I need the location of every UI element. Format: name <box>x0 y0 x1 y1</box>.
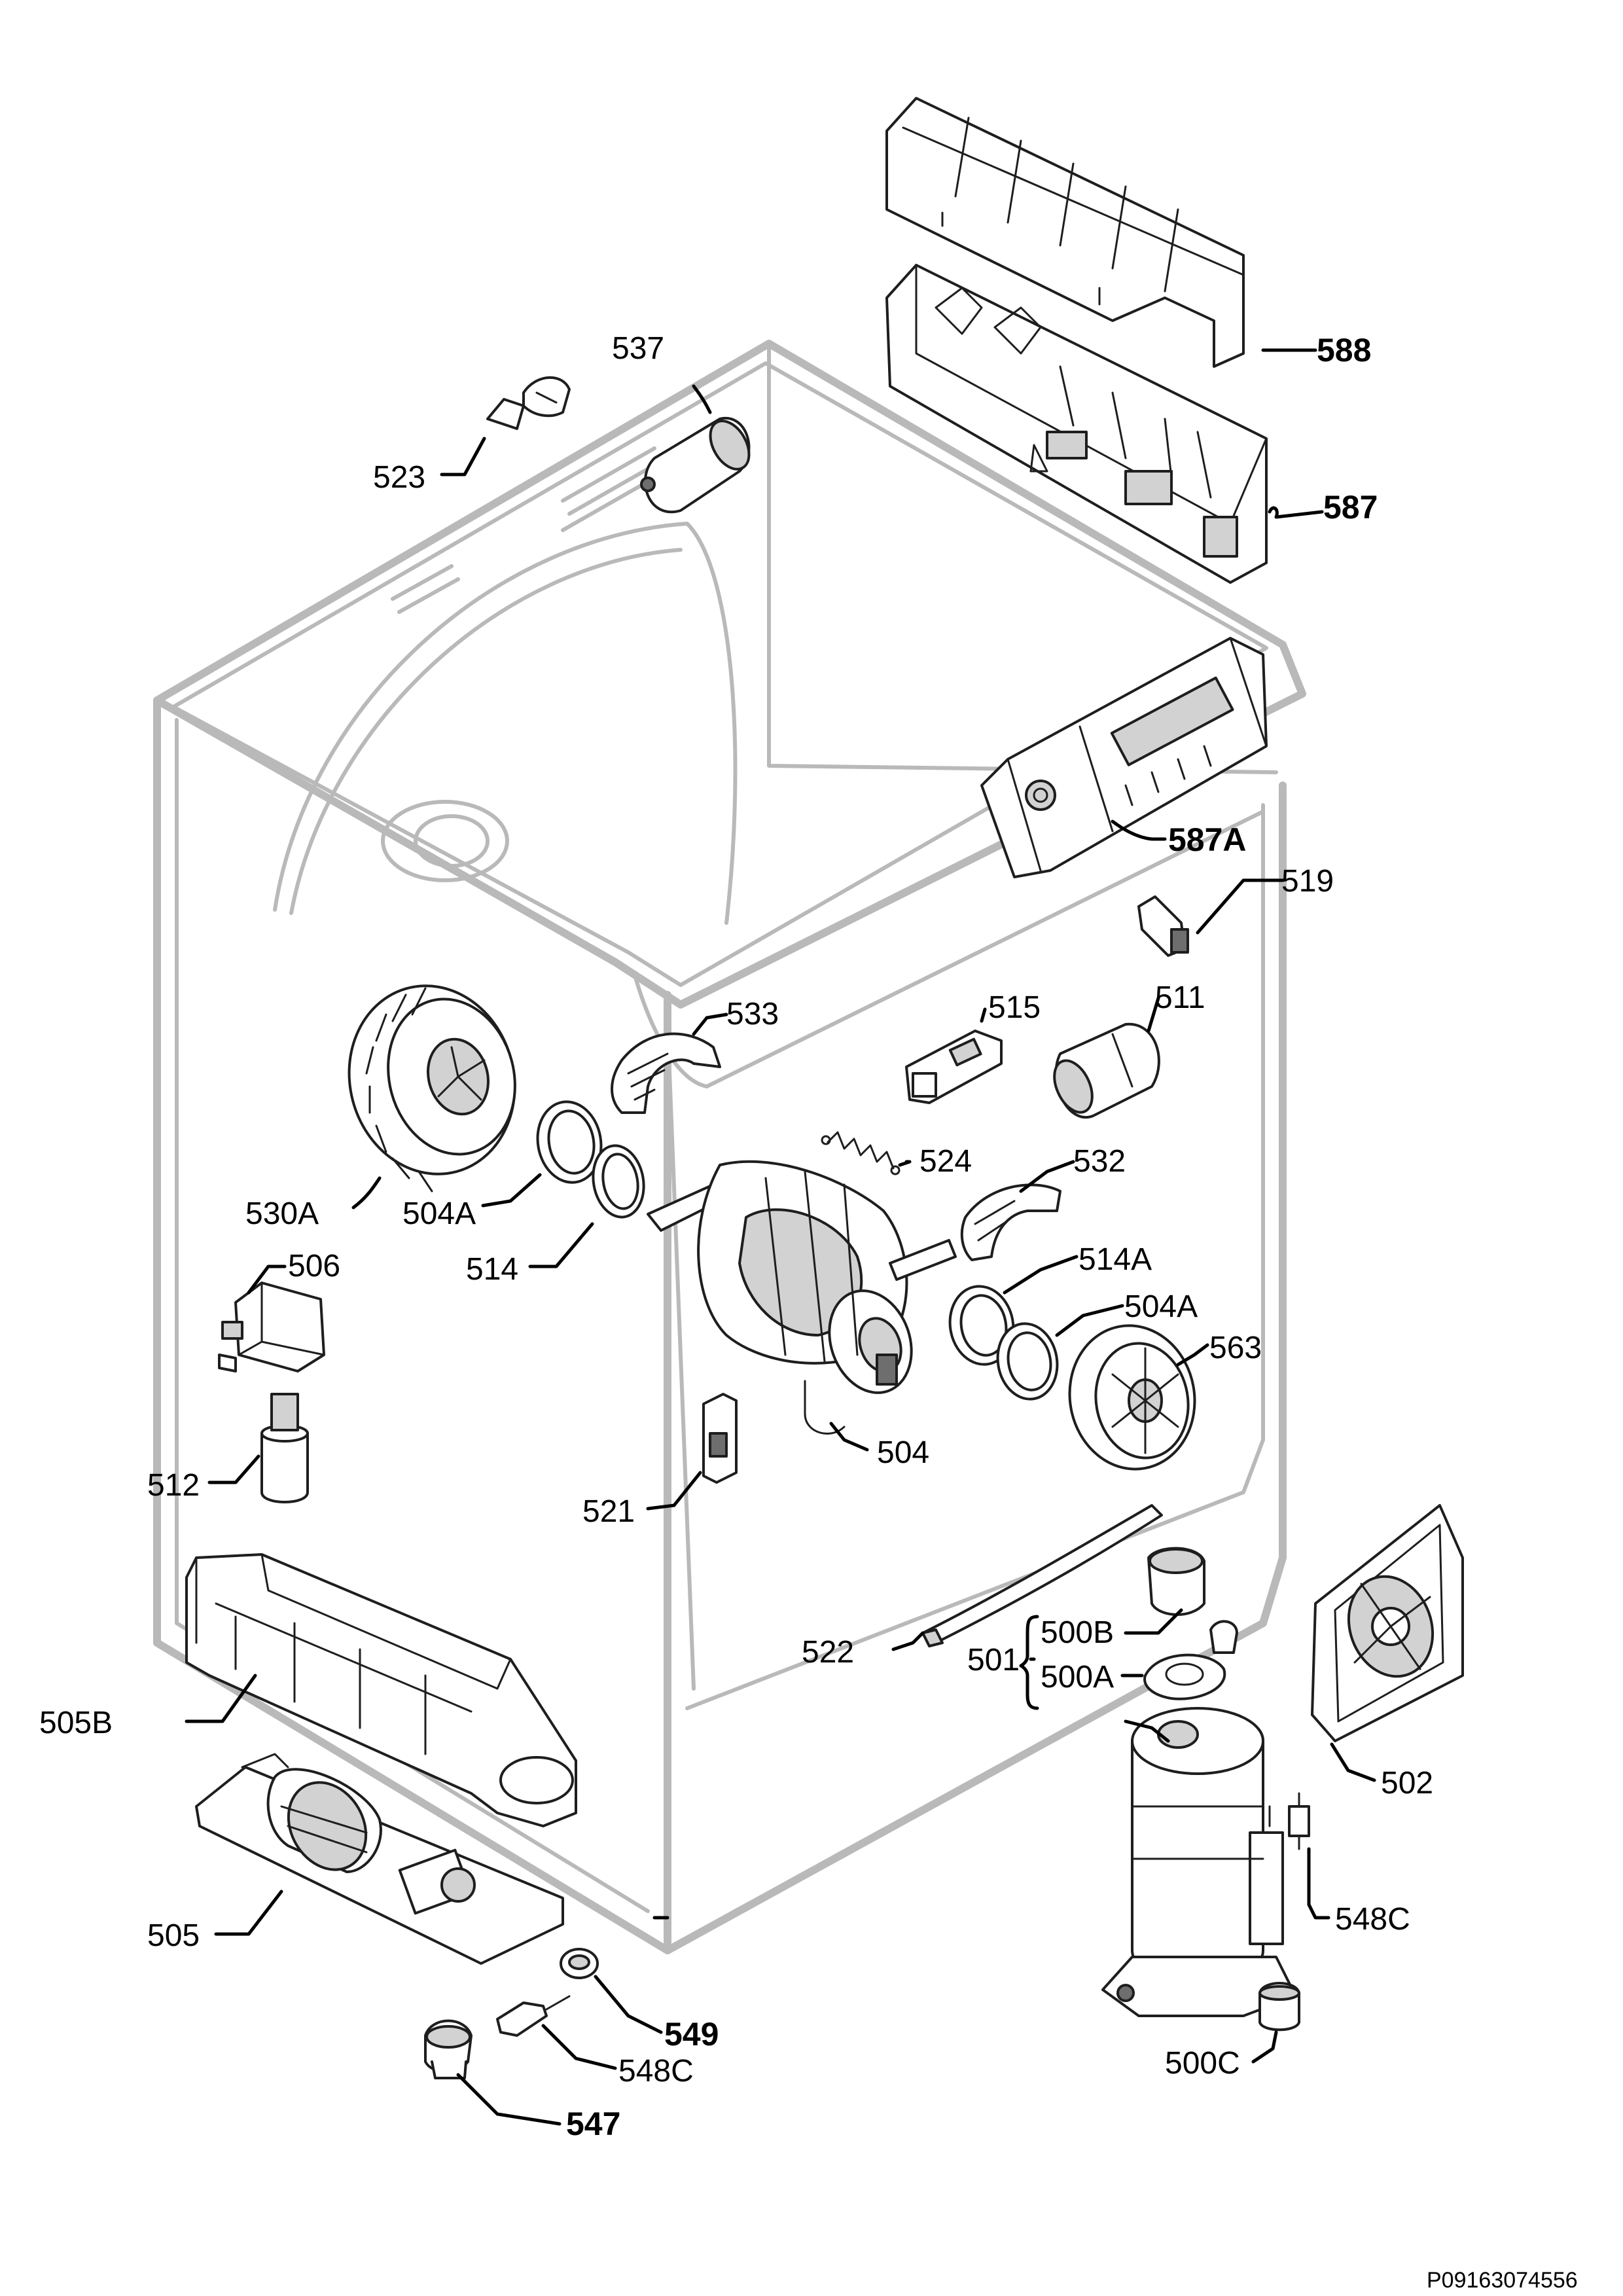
part-504A-bearing-ring-left <box>536 1100 603 1184</box>
label-511: 511 <box>1155 980 1205 1015</box>
part-502-cooling-fan <box>1311 1504 1464 1742</box>
part-588-control-cover <box>885 97 1245 368</box>
part-521-holder <box>702 1393 738 1484</box>
part-519-sensor <box>1137 895 1189 957</box>
label-500C: 500C <box>1165 2046 1240 2081</box>
label-512: 512 <box>147 1468 200 1503</box>
part-505B-air-duct <box>185 1553 577 1827</box>
part-587-electronic-board <box>885 264 1268 584</box>
label-500B: 500B <box>1041 1615 1114 1650</box>
part-587A-display-board <box>980 637 1268 878</box>
part-500B-valve <box>1147 1547 1238 1654</box>
label-521: 521 <box>582 1494 635 1529</box>
label-505B: 505B <box>39 1706 113 1740</box>
part-530A-fan-wheel <box>348 984 516 1193</box>
label-515: 515 <box>988 990 1041 1025</box>
part-504A-bearing-ring-right <box>996 1322 1059 1401</box>
label-502: 502 <box>1381 1766 1433 1801</box>
part-533-bracket <box>611 1032 721 1114</box>
part-548C-connector-left <box>496 1995 571 2037</box>
label-514A: 514A <box>1079 1242 1152 1277</box>
label-530A: 530A <box>245 1196 319 1231</box>
label-563: 563 <box>1209 1331 1262 1365</box>
label-533: 533 <box>726 997 779 1031</box>
part-532-bracket <box>960 1183 1061 1261</box>
part-500-compressor <box>1101 1707 1297 2017</box>
part-549-grommet <box>560 1948 599 1979</box>
label-500A: 500A <box>1041 1660 1114 1695</box>
label-524: 524 <box>919 1144 972 1179</box>
label-587: 587 <box>1323 489 1378 526</box>
part-505-heater-assembly <box>195 1753 564 1965</box>
label-504: 504 <box>877 1435 929 1470</box>
label-548C-right: 548C <box>1335 1902 1410 1937</box>
label-522: 522 <box>802 1635 854 1670</box>
part-labels: 588 587 537 523 587A 519 533 515 511 524… <box>39 331 1433 2142</box>
label-532: 532 <box>1073 1144 1126 1179</box>
cabinet-outline <box>153 340 1306 1954</box>
part-548C-connector-right <box>1288 1792 1310 1850</box>
part-514A-ring-right <box>948 1285 1015 1366</box>
part-563-pulley <box>1068 1324 1196 1471</box>
part-500A-gasket <box>1143 1653 1226 1700</box>
label-504A-left: 504A <box>402 1196 476 1231</box>
label-547: 547 <box>566 2106 620 2142</box>
label-587A: 587A <box>1168 821 1247 858</box>
label-505: 505 <box>147 1918 200 1953</box>
part-547-knob <box>424 2019 473 2079</box>
leader-lines <box>185 348 1376 2126</box>
label-514: 514 <box>466 1252 518 1287</box>
label-588: 588 <box>1317 332 1371 368</box>
label-523: 523 <box>373 460 425 495</box>
part-512-capacitor <box>260 1393 309 1503</box>
part-504-motor <box>647 1160 957 1435</box>
label-504A-right: 504A <box>1124 1289 1198 1324</box>
part-500C-rubber-foot <box>1258 1982 1300 2032</box>
label-501: 501 <box>967 1643 1020 1677</box>
part-515-latch <box>905 1030 1003 1104</box>
part-514-ring-left <box>592 1144 645 1219</box>
part-537-capacitor <box>640 416 751 514</box>
drawing-code: P09163074556 <box>1427 2268 1578 2293</box>
label-519: 519 <box>1281 864 1334 899</box>
label-548C-left: 548C <box>618 2054 694 2089</box>
label-506: 506 <box>288 1249 340 1283</box>
part-522-rail <box>921 1504 1163 1647</box>
part-506-valve <box>218 1282 325 1372</box>
part-524-spring <box>821 1131 901 1175</box>
label-549: 549 <box>664 2016 719 2053</box>
label-537: 537 <box>612 331 664 366</box>
part-523-connector <box>486 376 571 430</box>
part-511-cylinder <box>1053 1022 1160 1119</box>
